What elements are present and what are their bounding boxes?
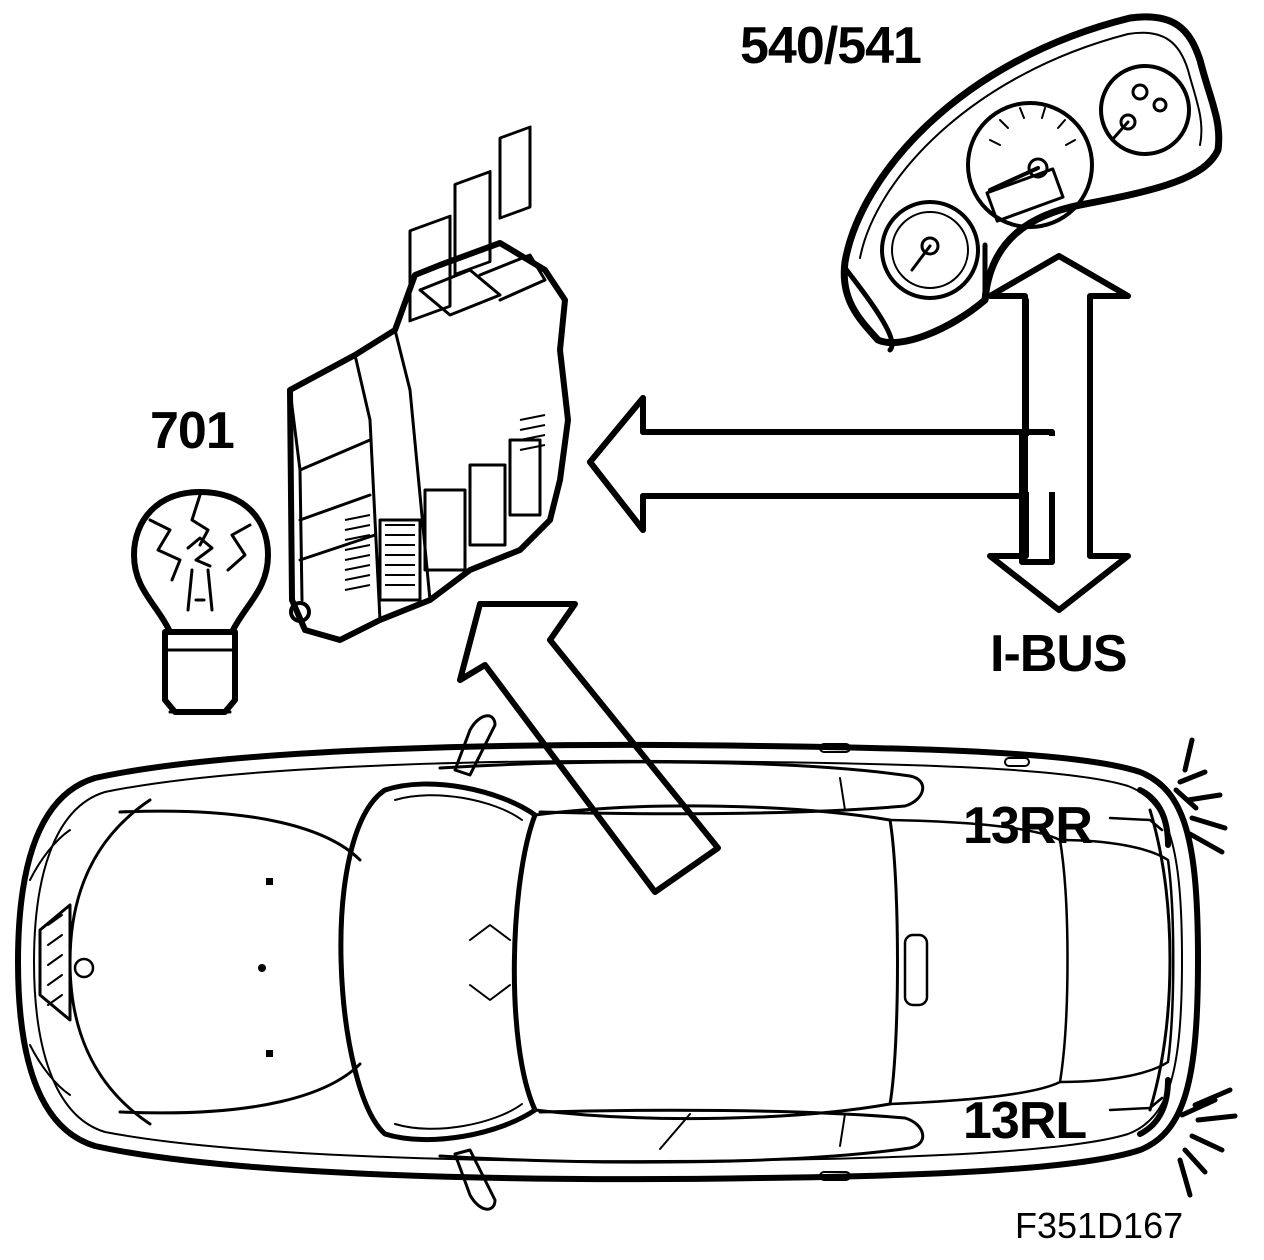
control-module-icon — [287, 125, 571, 643]
rear-left-label: 13RL — [963, 1092, 1087, 1150]
bus-label: I-BUS — [990, 625, 1128, 683]
diagonal-arrow-icon — [457, 601, 721, 895]
bulb-icon — [131, 489, 271, 715]
bulb-label: 701 — [150, 402, 235, 460]
t-arrow-icon — [587, 395, 1055, 565]
instrument-cluster-icon — [840, 13, 1223, 353]
rl-leader-line — [1108, 1096, 1164, 1112]
rear-right-label: 13RR — [963, 797, 1093, 855]
rr-leader-line — [1108, 816, 1164, 832]
light-ray-icon — [1177, 1087, 1238, 1198]
cluster-label: 540/541 — [740, 17, 922, 75]
light-ray-icon — [1173, 737, 1228, 855]
figure-id: F351D167 — [1015, 1205, 1184, 1246]
